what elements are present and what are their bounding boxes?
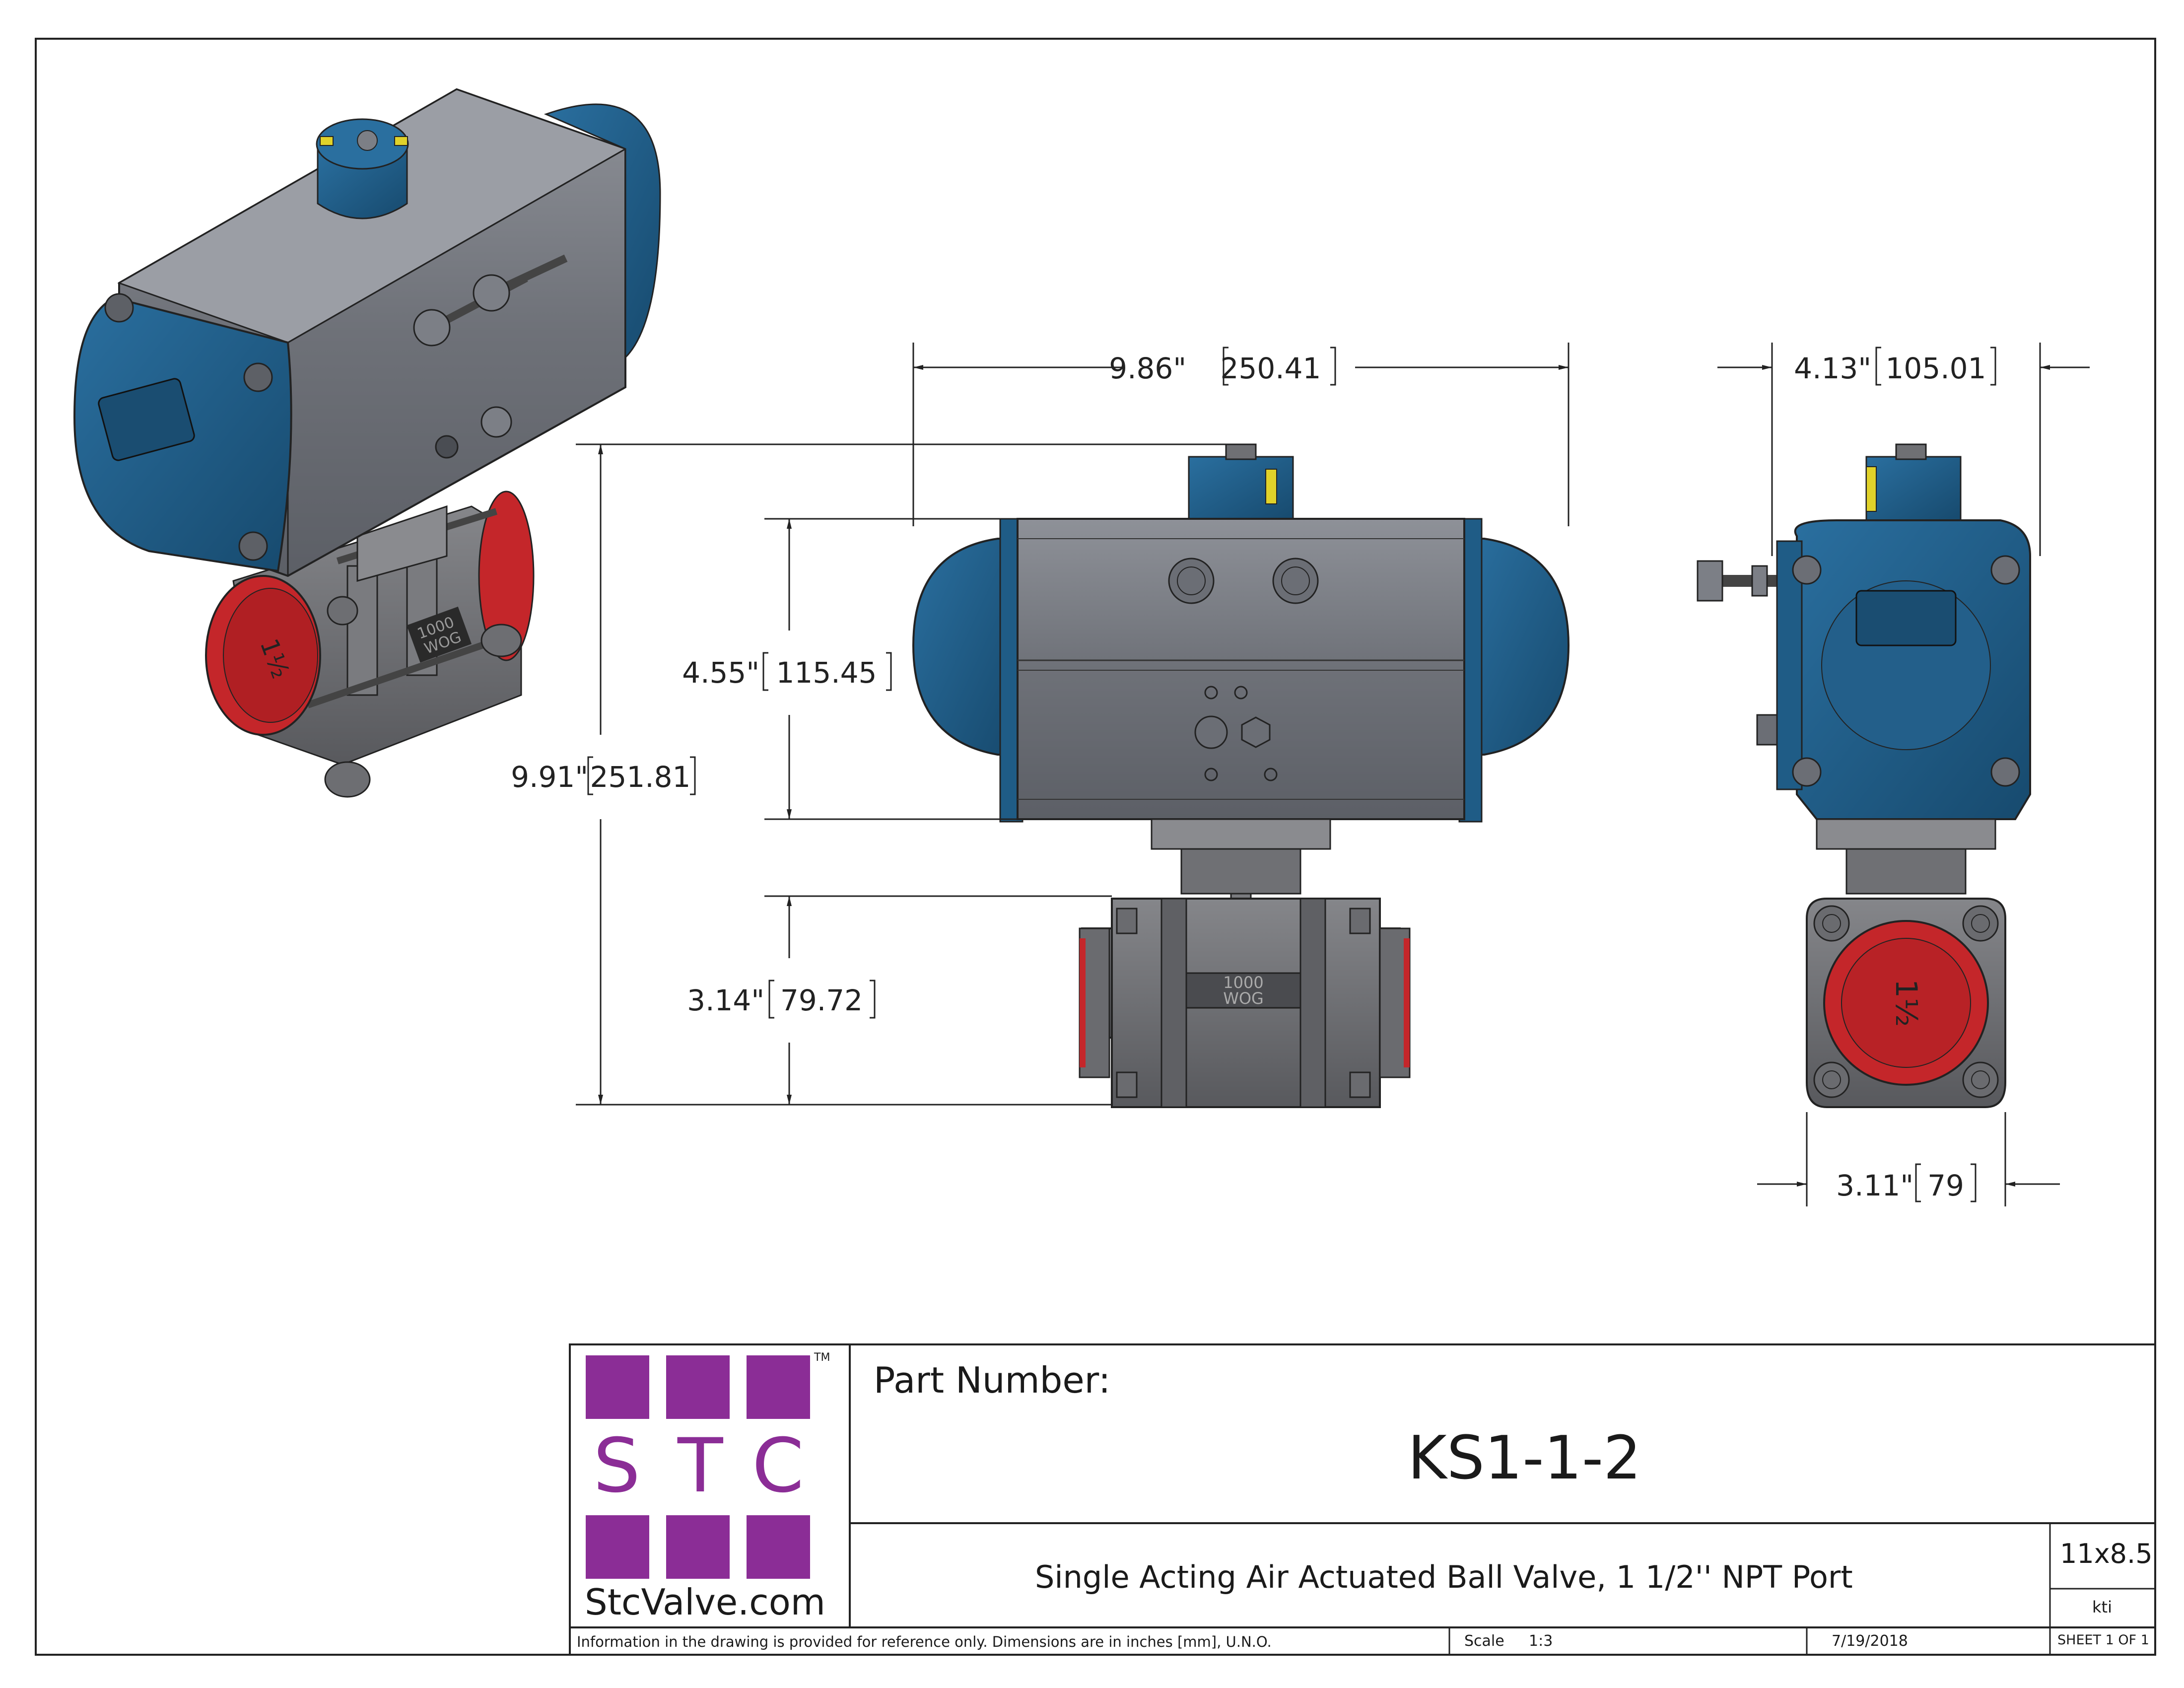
part-number-value: KS1-1-2: [1408, 1424, 1641, 1493]
logo-letter-t: T: [678, 1423, 723, 1509]
logo-letter-c: C: [752, 1423, 804, 1509]
valve-face-inch: 3.11": [1836, 1169, 1913, 1202]
title-block: [569, 1343, 2156, 1656]
drawn-by: kti: [2092, 1598, 2112, 1617]
overall-width-mm: 250.41: [1221, 352, 1321, 385]
trademark-mark: TM: [814, 1351, 830, 1364]
port-size-text: 1½: [1889, 979, 1923, 1027]
logo-square: [586, 1355, 649, 1419]
actuator-height-mm: 115.45: [776, 656, 877, 690]
sheet-size: 11x8.5: [2060, 1538, 2153, 1569]
sheet-number: SHEET 1 OF 1: [2057, 1632, 2149, 1648]
dimension-lines: [576, 343, 2090, 1206]
mm-brackets: [587, 347, 1996, 1202]
valve-face-mm: 79: [1927, 1169, 1964, 1202]
scale-value: 1:3: [1529, 1632, 1553, 1650]
actuator-height-inch: 4.55": [682, 656, 759, 690]
logo-square: [747, 1515, 810, 1579]
date-text: 7/19/2018: [1832, 1632, 1908, 1650]
side-view: 1½: [1697, 443, 2031, 1108]
overall-height-mm: 251.81: [590, 760, 691, 794]
side-width-inch: 4.13": [1794, 352, 1871, 385]
valve-height-mm: 79.72: [780, 984, 863, 1017]
isometric-view: 1½ 1000 WOG: [73, 88, 661, 798]
website-text: StcValve.com: [585, 1581, 825, 1623]
rating-top-text: 1000: [1223, 973, 1263, 992]
description-text: Single Acting Air Actuated Ball Valve, 1…: [1035, 1559, 1853, 1595]
overall-height-inch: 9.91": [511, 760, 588, 794]
logo-letter-s: S: [593, 1423, 641, 1509]
part-number-label: Part Number:: [874, 1359, 1111, 1401]
logo-square: [586, 1515, 649, 1579]
disclaimer-text: Information in the drawing is provided f…: [577, 1633, 1272, 1650]
side-width-mm: 105.01: [1886, 352, 1986, 385]
valve-height-inch: 3.14": [687, 984, 764, 1017]
logo-square: [747, 1355, 810, 1419]
logo-square: [666, 1515, 730, 1579]
dimension-texts: 9.86" 250.41 9.91" 251.81 4.55" 115.45 3…: [511, 352, 1986, 1202]
rating-bottom-text: WOG: [1223, 989, 1264, 1008]
overall-width-inch: 9.86": [1109, 352, 1186, 385]
scale-label: Scale: [1464, 1632, 1504, 1650]
logo-square: [666, 1355, 730, 1419]
front-view: 1000 WOG: [912, 443, 1570, 1108]
